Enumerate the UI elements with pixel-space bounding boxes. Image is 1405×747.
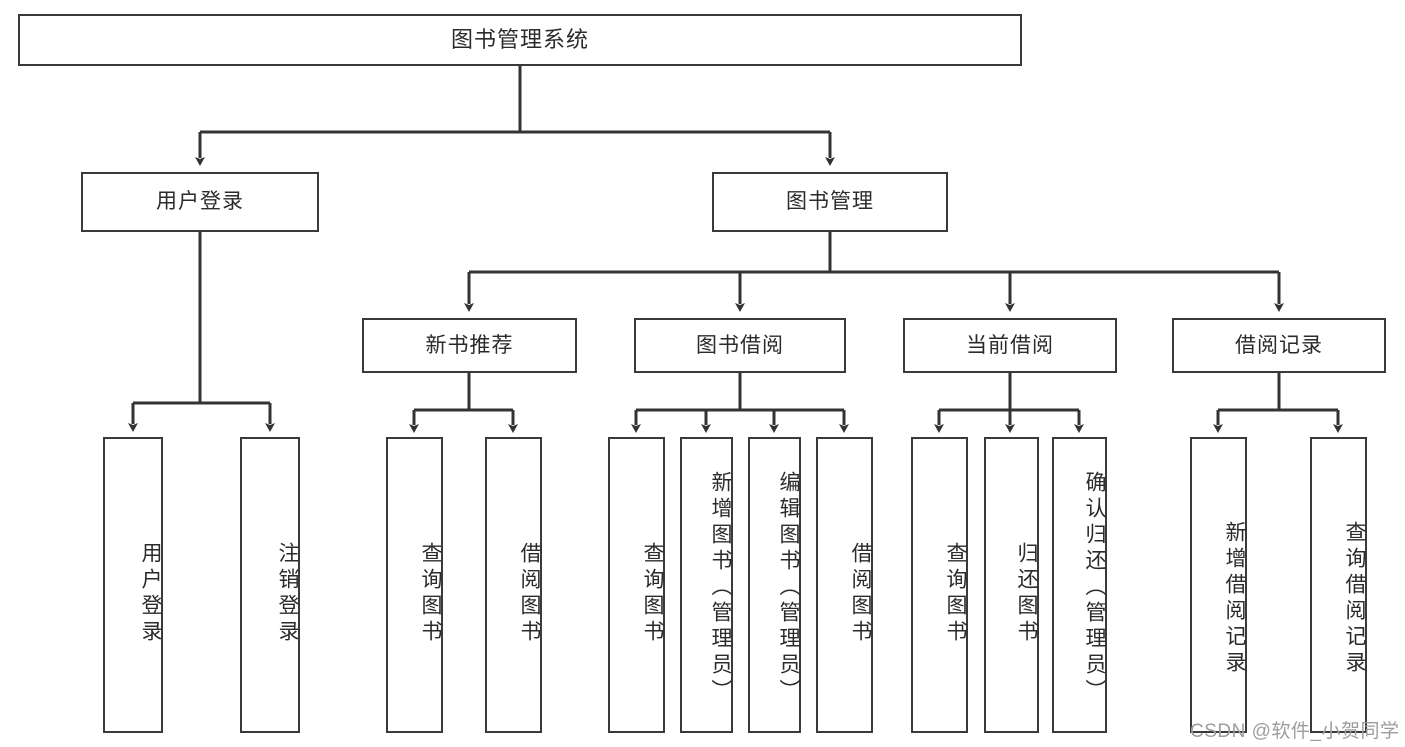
node-user-login-label: 用户登录 — [156, 190, 244, 214]
edge-user-login-children — [128, 232, 275, 432]
edge-book-management-children — [464, 232, 1284, 312]
node-user-login[interactable]: 用户登录 — [81, 172, 319, 232]
node-borrow-record[interactable]: 借阅记录 — [1172, 318, 1386, 373]
edge-current-borrow-children — [934, 373, 1084, 433]
node-leaf-query-book-2-label: 查询图书 — [641, 542, 664, 646]
node-leaf-query-book-1[interactable]: 查询图书 — [386, 437, 443, 733]
node-leaf-add-book[interactable]: 新增图书（管理员） — [680, 437, 733, 733]
node-leaf-borrow-book-1-label: 借阅图书 — [518, 542, 541, 646]
node-book-management[interactable]: 图书管理 — [712, 172, 948, 232]
node-leaf-confirm-return-label: 确认归还（管理员） — [1083, 471, 1106, 705]
node-root-label: 图书管理系统 — [450, 26, 589, 52]
node-leaf-user-login[interactable]: 用户登录 — [103, 437, 163, 733]
node-leaf-query-record[interactable]: 查询借阅记录 — [1310, 437, 1367, 733]
node-leaf-query-book-1-label: 查询图书 — [419, 542, 442, 646]
node-borrow-record-label: 借阅记录 — [1235, 333, 1323, 357]
node-leaf-add-record[interactable]: 新增借阅记录 — [1190, 437, 1247, 733]
node-new-book-recommend[interactable]: 新书推荐 — [362, 318, 577, 373]
node-leaf-edit-book-label: 编辑图书（管理员） — [777, 471, 800, 705]
node-new-book-recommend-label: 新书推荐 — [425, 333, 514, 357]
node-current-borrow[interactable]: 当前借阅 — [903, 318, 1117, 373]
node-leaf-query-record-label: 查询借阅记录 — [1343, 521, 1366, 677]
node-book-management-label: 图书管理 — [786, 190, 874, 214]
edge-book-borrow-children — [631, 373, 849, 433]
node-leaf-borrow-book-1[interactable]: 借阅图书 — [485, 437, 542, 733]
node-leaf-confirm-return[interactable]: 确认归还（管理员） — [1052, 437, 1107, 733]
node-leaf-borrow-book-2-label: 借阅图书 — [849, 542, 872, 646]
node-leaf-return-book-label: 归还图书 — [1015, 542, 1038, 646]
node-current-borrow-label: 当前借阅 — [966, 333, 1054, 357]
node-leaf-query-book-3-label: 查询图书 — [944, 542, 967, 646]
node-leaf-query-book-3[interactable]: 查询图书 — [911, 437, 968, 733]
edge-new-book-recommend-children — [409, 373, 518, 433]
node-leaf-edit-book[interactable]: 编辑图书（管理员） — [748, 437, 801, 733]
node-book-borrow-label: 图书借阅 — [696, 333, 784, 357]
edge-root-stem — [195, 66, 835, 166]
csdn-watermark: CSDN @软件_小贺同学 — [1190, 721, 1400, 742]
node-leaf-query-book-2[interactable]: 查询图书 — [608, 437, 665, 733]
node-leaf-logout-label: 注销登录 — [276, 542, 299, 646]
node-leaf-logout[interactable]: 注销登录 — [240, 437, 300, 733]
node-leaf-user-login-label: 用户登录 — [139, 542, 162, 646]
node-root[interactable]: 图书管理系统 — [18, 14, 1022, 66]
node-leaf-return-book[interactable]: 归还图书 — [984, 437, 1039, 733]
node-book-borrow[interactable]: 图书借阅 — [634, 318, 846, 373]
node-leaf-borrow-book-2[interactable]: 借阅图书 — [816, 437, 873, 733]
node-leaf-add-record-label: 新增借阅记录 — [1223, 521, 1246, 677]
node-leaf-add-book-label: 新增图书（管理员） — [709, 471, 732, 705]
edge-borrow-record-children — [1213, 373, 1343, 433]
